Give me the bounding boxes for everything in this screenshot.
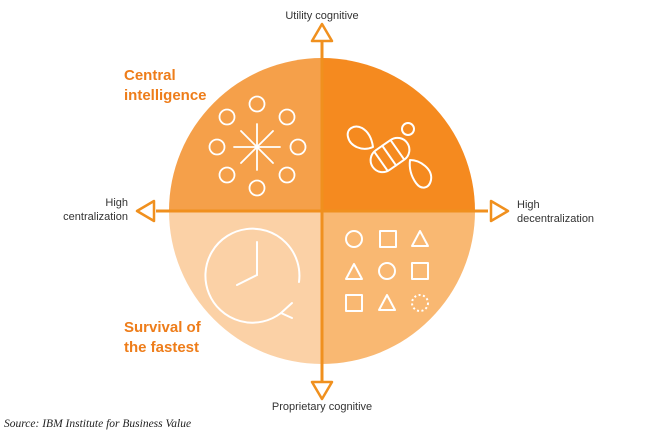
source-note: Source: IBM Institute for Business Value bbox=[4, 418, 192, 430]
quadrant-label-internet-line1: Internet bbox=[455, 319, 510, 336]
axis-label-left-line1: High bbox=[105, 197, 128, 209]
arrow-right-icon bbox=[489, 199, 510, 223]
arrow-up-icon bbox=[310, 22, 334, 43]
quadrant-label-internet-line2: of Everything bbox=[414, 339, 510, 356]
quadrant-label-swarm-line2: economy bbox=[444, 87, 511, 104]
quadrant-swarm-economy bbox=[322, 58, 475, 211]
clock-icon bbox=[204, 227, 301, 324]
quadrant-label-survival-line2: the fastest bbox=[124, 339, 199, 356]
quadrant-internet-of-everything bbox=[322, 211, 475, 364]
quadrant-label-central-line1: Central bbox=[124, 67, 176, 84]
axis-label-bottom: Proprietary cognitive bbox=[272, 401, 372, 413]
axis-label-right-line2: decentralization bbox=[517, 213, 594, 225]
arrow-left-icon bbox=[135, 199, 156, 223]
quadrant-label-central-line2: intelligence bbox=[124, 87, 207, 104]
axis-label-left-line2: centralization bbox=[63, 211, 128, 223]
quadrant-label-swarm-line1: Swarm bbox=[461, 67, 510, 84]
quadrant-label-survival-line1: Survival of bbox=[124, 319, 202, 336]
bee-icon bbox=[346, 122, 433, 189]
arrow-down-icon bbox=[310, 380, 334, 401]
axis-label-top: Utility cognitive bbox=[285, 10, 358, 22]
shapes-grid-icon bbox=[345, 230, 429, 312]
axis-label-right-line1: High bbox=[517, 199, 540, 211]
quadrant-survival-of-the-fastest bbox=[169, 211, 322, 364]
network-hub-icon bbox=[208, 95, 307, 197]
